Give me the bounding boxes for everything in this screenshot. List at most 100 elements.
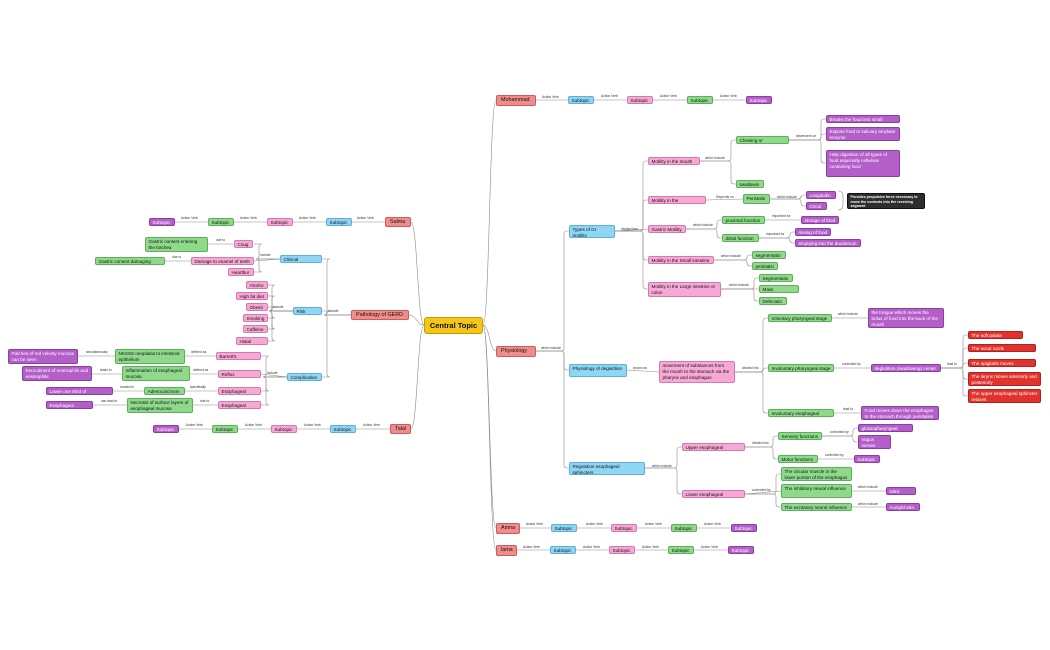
subtopic[interactable]: Subtopic 1 [609, 546, 635, 554]
types-gi-motility[interactable]: Types of GI motility [569, 225, 615, 238]
subtopic[interactable]: Subtopic 1 [728, 546, 754, 554]
deglutition-center[interactable]: deglutition (swallowing) center [871, 364, 941, 372]
inhibitory-neural-influence[interactable]: The inhibitory neural influence [781, 484, 852, 498]
proximal-function[interactable]: proximal function [722, 216, 765, 224]
subtopic[interactable]: Subtopic 1 [611, 524, 637, 532]
emptying-duodenum[interactable]: emptying into the duodenum [795, 239, 861, 247]
esophageal-cancer[interactable]: Esophageal cancer [218, 387, 261, 395]
adenocarcinoma[interactable]: Adenocarcinoma [144, 387, 185, 395]
gastric-content-teeth[interactable]: Gastric content damaging teeth [95, 257, 165, 265]
sensory-functions[interactable]: Sensory functions [778, 432, 822, 440]
swallowing[interactable]: swallowing [736, 180, 764, 188]
epiglottis-moves-backward[interactable]: The epiglottis moves backward [968, 359, 1036, 367]
motility-small-intestine[interactable]: Motility in the Small intestine [648, 256, 714, 264]
damage-enamel[interactable]: Damage to enamel of teeth [191, 257, 254, 265]
risk-factors[interactable]: Risk factors [293, 307, 322, 315]
inflammation-mucosa[interactable]: Inflammation of esophageal mucosa [122, 366, 190, 381]
vocal-cords-approximated[interactable]: The vocal cords approximated [968, 344, 1036, 352]
lower-esophageal-sphincter[interactable]: Lower esophageal sphincter [682, 490, 745, 498]
lower-one-third-esophagus[interactable]: Lower one third of esophagus [46, 387, 113, 395]
subtopic[interactable]: Subtopic 1 [687, 96, 713, 104]
central-topic[interactable]: Central Topic [424, 317, 483, 334]
topic-salma[interactable]: Salma [385, 217, 411, 227]
nitric-oxide[interactable]: Nitric Oxide [886, 487, 916, 495]
involuntary-esophageal-stage[interactable]: Involuntary esophageal stage [768, 409, 834, 417]
heartburn[interactable]: Heartburn [228, 268, 254, 276]
circular-muscle-lower[interactable]: The circular muscle in the lower portion… [781, 467, 852, 481]
recruitment-neutrophils[interactable]: Recruitment of neutrophils and eosinophi… [22, 366, 92, 381]
subtopic[interactable]: Subtopic 1 [153, 425, 179, 433]
longitudinal[interactable]: Longitudinal [806, 191, 836, 199]
risk-alcohol[interactable]: Alcohol [246, 281, 268, 289]
tongue-moves-bolus[interactable]: the tongue which moves the bolus of food… [868, 308, 944, 328]
motility-mouth[interactable]: Motility in the mouth [648, 157, 700, 165]
peristalsis-small[interactable]: peristalsis [752, 262, 778, 270]
risk-caffeine[interactable]: Caffeine [243, 325, 268, 333]
breaks-food[interactable]: Breaks the food into small pieces [826, 115, 900, 123]
topic-talal[interactable]: Talal [390, 424, 411, 434]
regulation-esophageal-sphincters[interactable]: Regulation esophageal sphincters [569, 462, 645, 475]
upper-esophageal-sphincter[interactable]: Upper esophageal sphincter [682, 443, 745, 451]
motor-functions[interactable]: Motor functions [778, 455, 818, 463]
topic-amna[interactable]: Amna [496, 523, 520, 534]
risk-hiatal-hernia[interactable]: Hiatal Hernia [236, 337, 268, 345]
chewing-mastication[interactable]: Chewing or Mastication [736, 136, 789, 144]
subtopic[interactable]: Subtopic 1 [326, 218, 352, 226]
voluntary-pharyngeal-stage[interactable]: Voluntary pharyngeal stage [768, 314, 832, 322]
gastric-content-trachea[interactable]: Gastric content entering the trachea [145, 237, 208, 252]
subtopic[interactable]: Subtopic 1 [746, 96, 772, 104]
patches-red-mucosa[interactable]: Patches of red velvety mucosa can be see… [8, 349, 78, 364]
subtopic[interactable]: Subtopic 1 [731, 524, 757, 532]
topic-lama[interactable]: lama [496, 545, 517, 556]
defecation[interactable]: Defecation [759, 297, 787, 305]
nkss-neoplasia[interactable]: NKSSS neoplasia to intestinal epithelium [115, 349, 185, 364]
risk-high-fat-diet[interactable]: High fat diet [236, 292, 268, 300]
motility-large-intestine[interactable]: Motility in the Large intestine or colon [648, 282, 721, 297]
acetylcholine[interactable]: Acetylcholine [886, 503, 920, 511]
physiology-deglutition[interactable]: Physiology of deglutition [569, 364, 627, 377]
help-digestion[interactable]: Help digestion of all types of food espe… [826, 150, 900, 177]
subtopic[interactable]: Subtopic 1 [208, 218, 234, 226]
subtopic[interactable]: Subtopic 1 [267, 218, 293, 226]
subtopic[interactable]: Subtopic 1 [149, 218, 175, 226]
cough[interactable]: Cough [234, 240, 253, 248]
subtopic[interactable]: Subtopic 1 [330, 425, 356, 433]
food-moves-down[interactable]: Food moves down the esophagus to the sto… [861, 406, 939, 420]
note-propulsive-force[interactable]: Provides propulsive force necessary to m… [847, 193, 925, 209]
reflux-esophagitis[interactable]: Reflux esophagitis [218, 370, 261, 378]
motility-esophagus[interactable]: Motility in the Esophagus [648, 196, 706, 204]
subtopic[interactable]: Subtopic 1 [854, 455, 880, 463]
mixing-of-food[interactable]: mixing of food [795, 228, 831, 236]
clinical-symptoms[interactable]: Clinical symptoms [280, 255, 322, 263]
risk-smoking[interactable]: Smoking [243, 314, 268, 322]
subtopic[interactable]: Subtopic 1 [668, 546, 694, 554]
distal-function[interactable]: distal function [722, 234, 759, 242]
segmentation-small[interactable]: segmentation [752, 251, 786, 259]
larynx-moves[interactable]: The larynx moves anteriorly and posterio… [968, 372, 1041, 386]
gastric-motility[interactable]: Gastric Motility [648, 225, 686, 233]
circular[interactable]: Circular [806, 202, 827, 210]
mass-movement[interactable]: Mass movement [759, 285, 799, 293]
segmentation-large[interactable]: Segmentation [759, 274, 793, 282]
esophageal-stricture[interactable]: Esophageal stricture [46, 401, 93, 409]
subtopic[interactable]: Subtopic 1 [551, 524, 577, 532]
topic-physiology[interactable]: Physiology [496, 346, 536, 357]
topic-pathology-gerd[interactable]: Pathology of GERD [351, 310, 409, 320]
deglutition-definition[interactable]: movement of substances from the mouth to… [659, 361, 735, 383]
soft-palate-elevation[interactable]: The soft palate elevation [968, 331, 1023, 339]
expose-food-amylase[interactable]: Expose food to salivary amylase enzyme [826, 127, 900, 141]
subtopic[interactable]: Subtopic 1 [568, 96, 594, 104]
subtopic[interactable]: Subtopic 1 [271, 425, 297, 433]
subtopic[interactable]: Subtopic 1 [627, 96, 653, 104]
topic-mohammad[interactable]: Mohammad [496, 95, 536, 106]
subtopic[interactable]: Subtopic 1 [550, 546, 576, 554]
storage-of-food[interactable]: storage of food [801, 216, 839, 224]
glossopharyngeal-nerve[interactable]: glossopharyngeal nerve [858, 424, 913, 432]
barretts-esophagus[interactable]: Barrett's esophagus [216, 352, 261, 360]
subtopic[interactable]: Subtopic 1 [212, 425, 238, 433]
subtopic[interactable]: Subtopic 1 [671, 524, 697, 532]
vagus-nerves[interactable]: Vagus nerves [858, 435, 891, 449]
excitatory-neural-influence[interactable]: The excitatory neural influence [781, 503, 852, 511]
esophageal-ulcers[interactable]: Esophageal ulcers [218, 401, 261, 409]
risk-obesity[interactable]: Obesity [246, 303, 268, 311]
